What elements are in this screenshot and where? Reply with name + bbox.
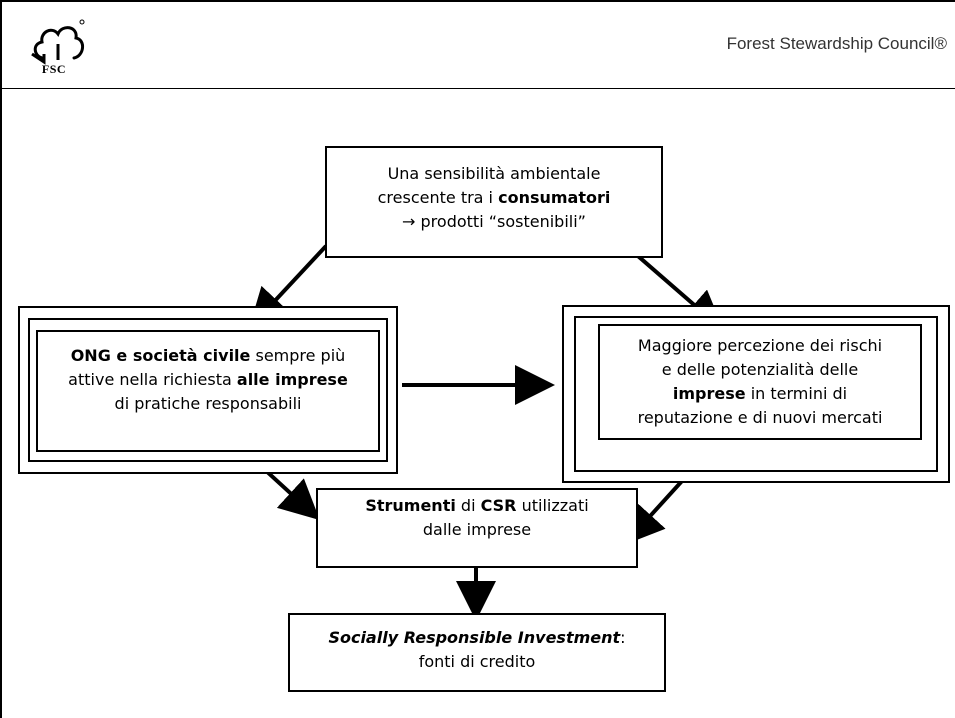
slide-top-border	[0, 0, 955, 2]
slide-left-border	[0, 0, 2, 718]
ngo-line-1: ONG e società civile sempre più	[70, 346, 346, 365]
risk-line-1: Maggiore percezione dei rischi	[637, 336, 883, 355]
fsc-tree-logo-icon	[31, 19, 85, 65]
consumers-line-1: Una sensibilità ambientale	[387, 164, 601, 183]
risk-box-inner	[598, 324, 922, 440]
sri-box	[288, 613, 666, 692]
csr-text: Strumenti di CSR utilizzati dalle impres…	[318, 494, 636, 542]
ngo-box-inner	[36, 330, 380, 452]
ngo-text: ONG e società civile sempre più attive n…	[36, 344, 380, 416]
organization-name: Forest Stewardship Council®	[726, 34, 947, 53]
consumers-line-2: crescente tra i consumatori	[377, 188, 611, 207]
header-divider	[0, 88, 955, 89]
csr-box	[316, 488, 638, 568]
consumers-line-3: → prodotti “sostenibili”	[402, 212, 586, 231]
ngo-line-2: attive nella richiesta alle imprese	[68, 370, 348, 389]
csr-line-1: Strumenti di CSR utilizzati	[365, 496, 589, 515]
risk-line-2: e delle potenzialità delle	[661, 360, 859, 379]
risk-line-4: reputazione e di nuovi mercati	[637, 408, 883, 427]
consumers-box	[325, 146, 663, 258]
sri-line-1: Socially Responsible Investment:	[328, 628, 626, 647]
csr-line-2: dalle imprese	[422, 520, 532, 539]
logo-text: FSC	[41, 62, 67, 76]
risk-text: Maggiore percezione dei rischi e delle p…	[598, 334, 922, 438]
sri-text: Socially Responsible Investment: fonti d…	[290, 626, 664, 674]
risk-line-3: imprese in termini di	[672, 384, 848, 403]
sri-line-2: fonti di credito	[418, 652, 536, 671]
ngo-line-3: di pratiche responsabili	[114, 394, 302, 413]
consumers-text: Una sensibilità ambientale crescente tra…	[327, 162, 661, 234]
